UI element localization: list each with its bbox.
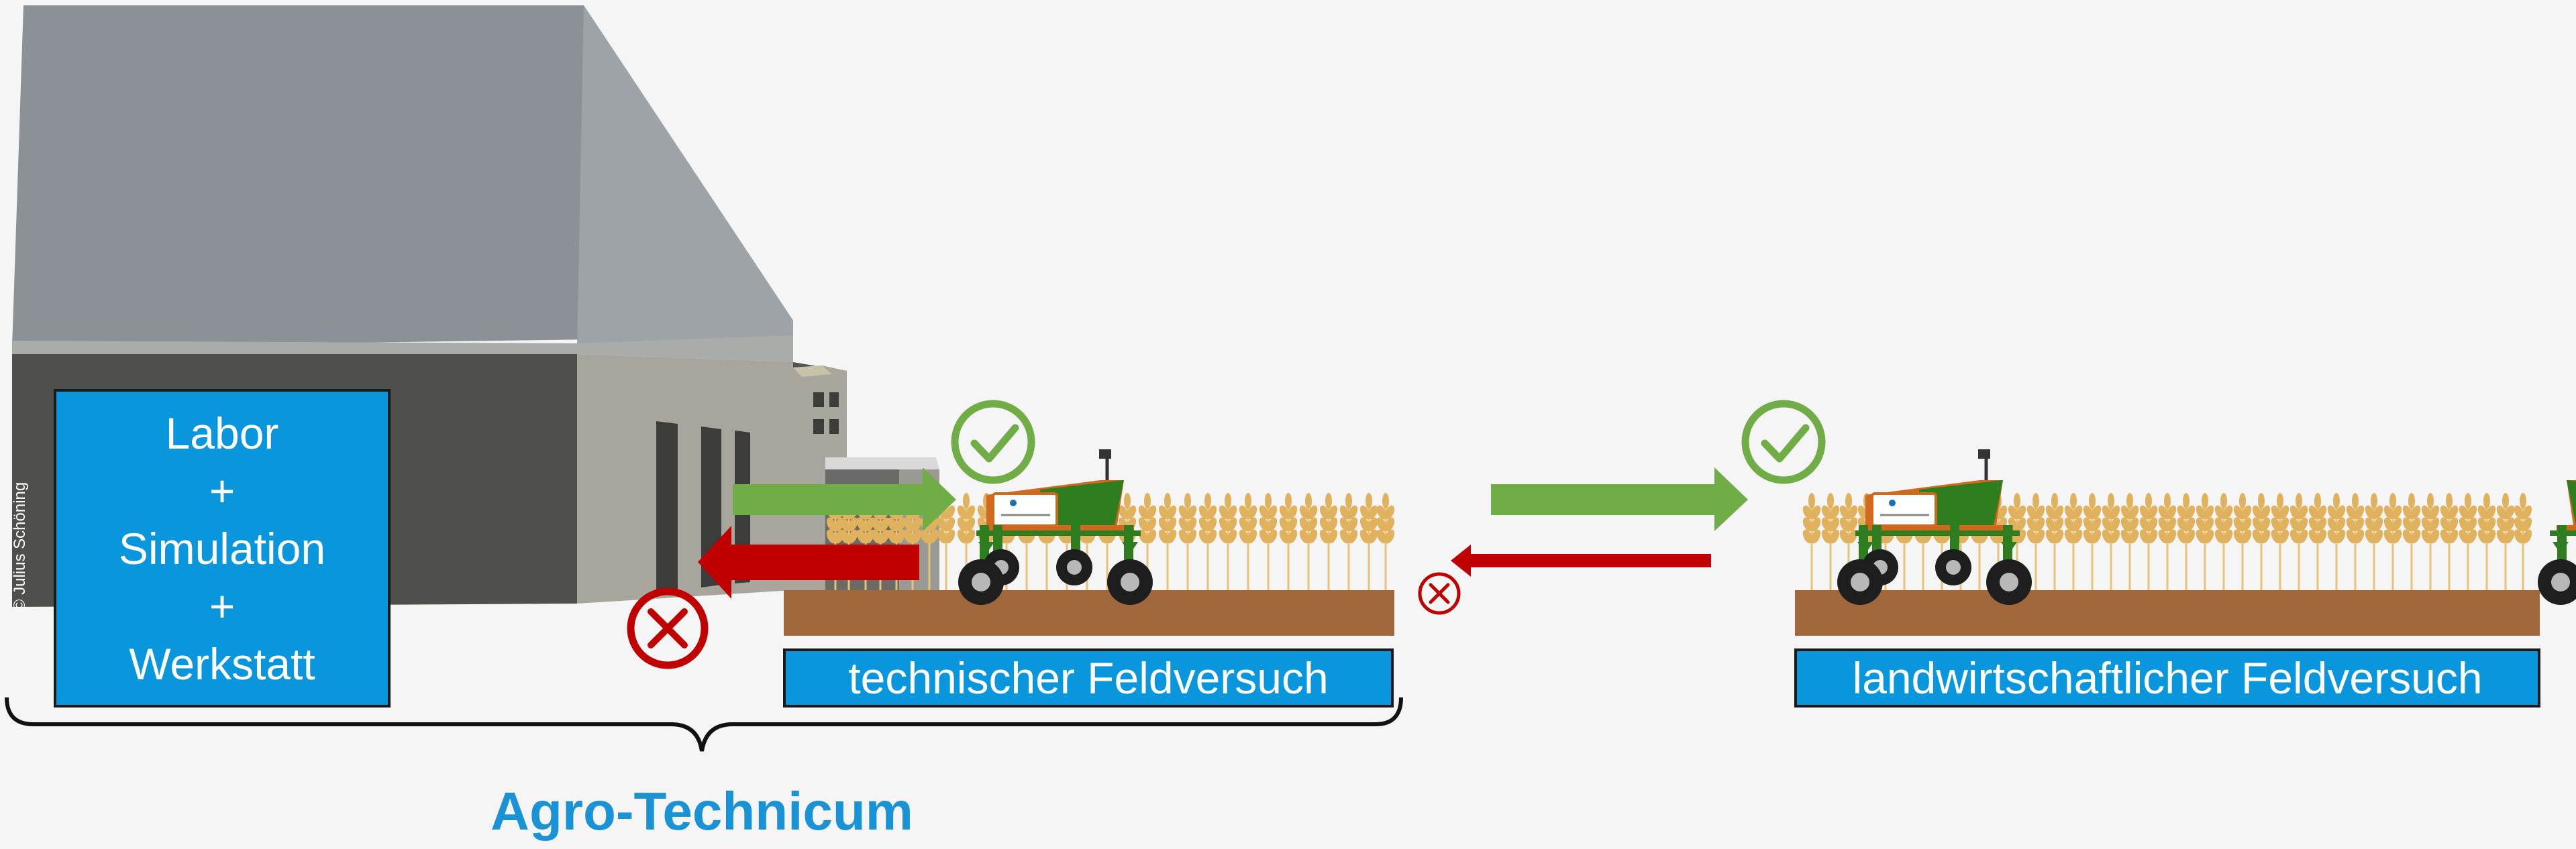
x-circle-icon-small [1418, 572, 1461, 615]
forward-arrow-green [733, 467, 956, 531]
brace-label: Agro-Technicum [491, 781, 913, 841]
technical-field-trial-label: technischer Feldversuch [783, 648, 1394, 708]
backward-arrow-red [698, 526, 919, 599]
curly-brace [5, 697, 1403, 752]
lab-simulation-workshop-box: Labor + Simulation + Werkstatt [54, 389, 391, 708]
check-circle-icon [951, 400, 1035, 484]
field-robot-mirrored [2538, 449, 2576, 605]
box-line: Labor [165, 408, 279, 458]
box-line: + [209, 465, 236, 516]
field-robot [958, 449, 1153, 605]
check-circle-icon [1741, 400, 1826, 484]
x-circle-icon [627, 587, 709, 669]
box-line: + [209, 581, 236, 631]
soil-strip [784, 590, 1394, 636]
forward-arrow-green-2 [1491, 467, 1748, 531]
box-line: Werkstatt [129, 638, 315, 689]
backward-arrow-red-2 [1451, 545, 1711, 577]
box-line: Simulation [118, 523, 326, 573]
soil-strip [1795, 590, 2540, 636]
technical-field-scene [784, 449, 1398, 636]
agricultural-field-scene [1795, 449, 2576, 636]
copyright-notice: © Julius Schöning [11, 482, 29, 612]
agricultural-field-trial-label: landwirtschaftlicher Feldversuch [1794, 648, 2540, 708]
field-robot [1837, 449, 2032, 605]
